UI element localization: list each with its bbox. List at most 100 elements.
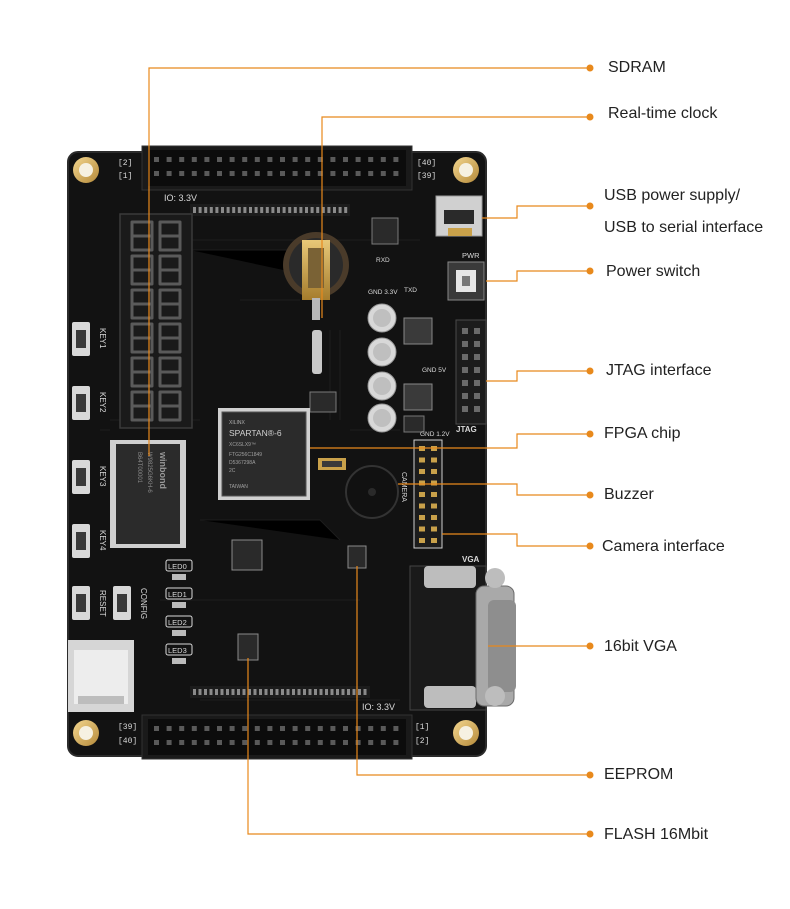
header-pin: [317, 171, 323, 176]
resistor-pad: [347, 689, 350, 695]
camera-silk: CAMERA: [400, 472, 407, 502]
header-pin: [191, 171, 197, 176]
header-pin: [393, 171, 399, 176]
callout-fpga-chip: FPGA chip: [604, 425, 681, 442]
io-voltage-top: IO: 3.3V: [164, 193, 197, 203]
buzzer: [345, 465, 399, 519]
sdram-pin: [110, 476, 115, 478]
header-pin: [242, 726, 248, 731]
camera-pin: [431, 503, 437, 509]
header-pin: [254, 171, 260, 176]
resistor-pad: [277, 207, 280, 213]
jtag-pin: [474, 328, 480, 334]
jtag-pin: [462, 406, 468, 412]
key2-button[interactable]: [72, 386, 90, 420]
config-button[interactable]: [113, 586, 131, 620]
key3-button[interactable]: [72, 460, 90, 494]
resistor-pad: [248, 689, 251, 695]
camera-pin: [419, 515, 425, 520]
seven-segment-digit: [158, 254, 182, 286]
leader-rtc: [321, 116, 590, 318]
resistor-pad: [305, 207, 308, 213]
header-pin: [292, 171, 298, 176]
fpga-brand: XILINX: [229, 420, 246, 426]
gnd-5v-silk: GND 5V: [422, 367, 447, 374]
header-pin: [280, 157, 285, 162]
vga-silk: VGA: [462, 555, 480, 564]
resistor-pad: [204, 207, 208, 213]
jtag-pin: [474, 354, 480, 360]
reset-button[interactable]: [72, 586, 90, 620]
header-pin: [343, 171, 348, 176]
camera-pin: [419, 469, 425, 474]
seven-segment-digit: [158, 288, 182, 320]
seven-segment-display: [119, 213, 193, 429]
key4-button[interactable]: [72, 524, 90, 558]
resistor-pad: [363, 689, 367, 695]
sdram-pin: [181, 528, 186, 530]
sdram-pin: [181, 509, 186, 512]
header-pin: [179, 740, 185, 745]
header-pin: [191, 157, 197, 162]
leader-fpga: [310, 433, 590, 449]
camera-pin: [431, 469, 437, 474]
resistor-pad: [288, 207, 292, 213]
header-pin: [204, 157, 210, 162]
header-pin: [242, 157, 248, 162]
seven-segment-digit: [158, 390, 182, 422]
seven-segment-digit: [158, 356, 182, 388]
vga-connector: [409, 565, 516, 711]
camera-pin: [419, 503, 425, 509]
sdram-pin: [181, 461, 186, 464]
resistor-pad: [286, 689, 290, 695]
header-pin: [292, 740, 298, 745]
jtag-pin: [474, 393, 480, 399]
power-switch[interactable]: [447, 261, 485, 301]
sdram-pin: [181, 443, 186, 445]
resistor-pad: [270, 689, 273, 695]
callout-flash: FLASH 16Mbit: [604, 826, 709, 843]
resistor-pad: [237, 207, 241, 213]
header-pin: [305, 171, 311, 176]
leader-sdram: [148, 67, 590, 456]
resistor-pad: [344, 207, 348, 213]
seven-segment-digit: [158, 322, 182, 354]
header-pin: [305, 740, 311, 745]
header-pin: [204, 726, 210, 731]
jtag-pin: [474, 341, 480, 347]
callout-buzzer: Buzzer: [604, 486, 654, 503]
sdram-pin: [181, 531, 186, 534]
led0-silk: LED0: [168, 562, 187, 571]
resistor-pad: [198, 689, 202, 695]
resistor-pad: [275, 689, 279, 695]
camera-pin: [419, 492, 425, 497]
key1-silk: KEY1: [98, 328, 107, 349]
key1-button[interactable]: [72, 322, 90, 356]
sdram-pin: [110, 454, 115, 456]
resistor-pad: [303, 689, 306, 695]
header-pin: [166, 171, 172, 176]
leader-eeprom: [356, 566, 590, 776]
pin-label-tl-1: [1]: [118, 172, 132, 181]
callout-dots: [586, 64, 594, 838]
sdram-pin: [110, 494, 115, 497]
header-pin: [229, 157, 235, 162]
sdram-pin: [110, 468, 115, 471]
callout-usb-line2: USB to serial interface: [604, 219, 764, 236]
resistor-pad: [292, 689, 295, 695]
pin-label-br-2: [2]: [415, 737, 429, 746]
sdram-pin: [110, 450, 115, 452]
sdram-pin: [110, 461, 115, 464]
leader-jtag: [486, 370, 590, 382]
seven-segment-digit: [130, 220, 154, 252]
header-pin: [166, 726, 172, 731]
camera-pin: [419, 538, 425, 543]
header-pin: [380, 171, 386, 176]
header-pin: [317, 726, 323, 731]
resistor-pad: [260, 207, 264, 213]
jtag-pin: [462, 354, 468, 360]
resistor-pad: [254, 207, 258, 213]
resistor-pad: [352, 689, 356, 695]
sdram-pin: [110, 443, 115, 445]
